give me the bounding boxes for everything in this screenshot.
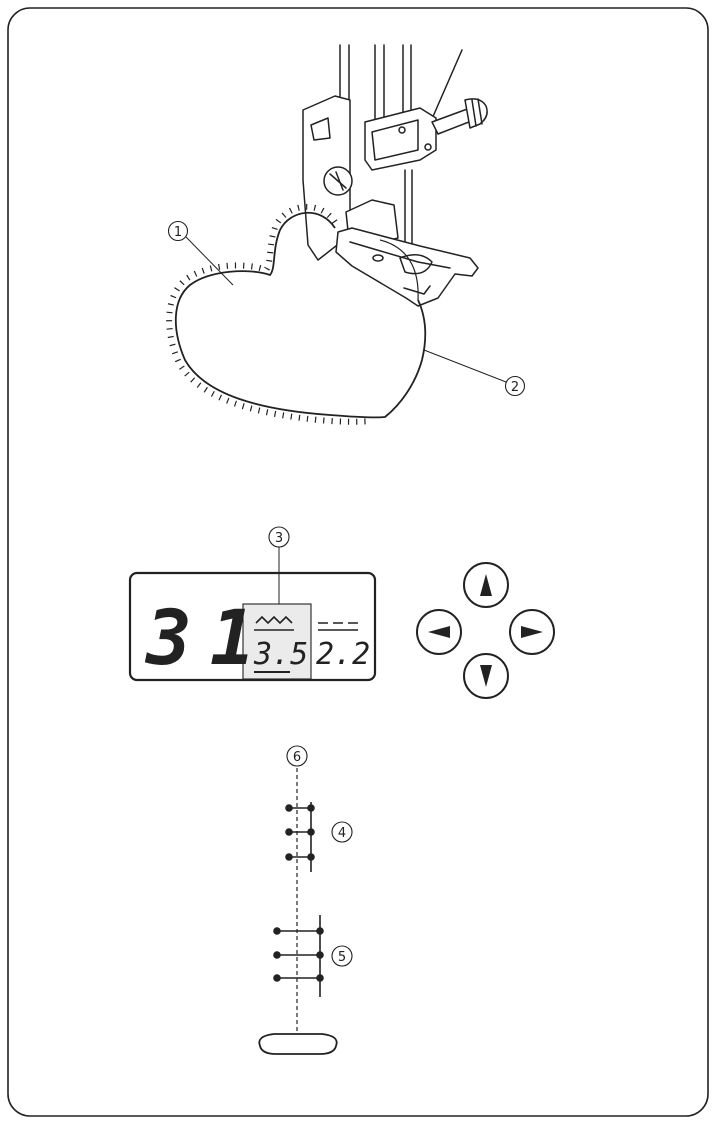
svg-text:2: 2 [511,380,519,395]
svg-text:1: 1 [174,225,182,240]
arrow-key-pad [416,562,555,699]
right-arrow-button[interactable] [509,609,555,655]
sewing-foot-illustration [302,44,488,307]
callout-6: 6 [286,745,308,767]
wide-stitches [273,915,324,997]
pattern-number: 31 [144,593,274,682]
callout-4: 4 [331,821,353,843]
stitch-diagram [258,768,338,1055]
svg-text:3: 3 [275,531,283,546]
stitch-width-section [242,603,312,680]
stitch-length-value: 2.2 [316,637,370,672]
heart-applique [166,204,427,425]
callout-3: 3 [268,526,290,604]
callout-2: 2 [423,349,526,397]
left-arrow-button[interactable] [416,609,462,655]
needle-slot [258,1033,338,1055]
svg-text:5: 5 [338,950,346,965]
down-arrow-button[interactable] [463,653,509,699]
zigzag-width-icon [255,615,293,625]
callout-5: 5 [331,945,353,967]
stitch-width-value: 3.5 [253,637,308,672]
page-border [7,7,709,1117]
narrow-stitches [285,802,315,872]
lcd-display: 31 3.5 2.2 [128,571,377,682]
svg-text:4: 4 [338,826,346,841]
svg-text:6: 6 [293,750,301,765]
callout-1: 1 [167,220,234,286]
up-arrow-button[interactable] [463,562,509,608]
